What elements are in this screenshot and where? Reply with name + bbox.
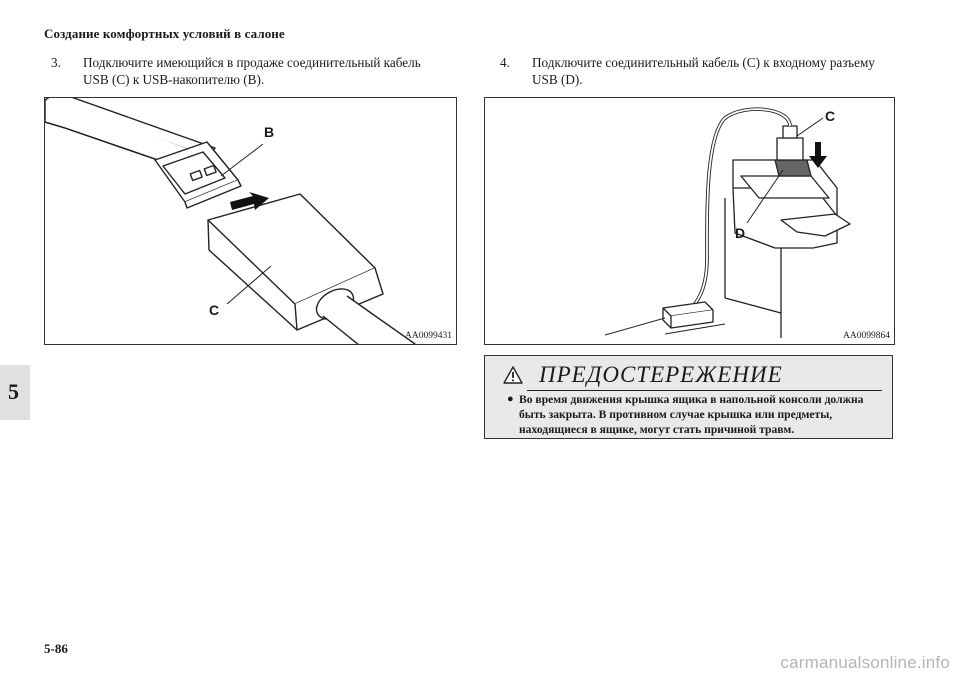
step-number: 4. bbox=[500, 55, 510, 70]
warning-triangle-icon bbox=[503, 366, 523, 384]
label-c: C bbox=[209, 302, 220, 318]
step-3: 3. Подключите имеющийся в продаже соедин… bbox=[51, 54, 451, 88]
warning-box: ПРЕДОСТЕРЕЖЕНИЕ ● Во время движения крыш… bbox=[484, 355, 893, 439]
warning-line: находящиеся в ящике, могут стать причино… bbox=[519, 423, 795, 436]
warning-header: ПРЕДОСТЕРЕЖЕНИЕ bbox=[485, 360, 892, 391]
watermark: carmanualsonline.info bbox=[780, 653, 950, 672]
figure-console-usb-port: C D AA0099864 bbox=[484, 97, 895, 345]
console-usb-illustration bbox=[604, 107, 851, 338]
warning-title: ПРЕДОСТЕРЕЖЕНИЕ bbox=[539, 362, 783, 387]
section-tab: 5 bbox=[0, 365, 30, 420]
figure-usb-drive-connection: B C AA0099431 bbox=[44, 97, 457, 345]
warning-text: ● Во время движения крышка ящика в напол… bbox=[507, 392, 887, 437]
warning-divider bbox=[527, 390, 882, 391]
step-text-line: USB (C) к USB-накопителю (B). bbox=[83, 72, 265, 87]
section-number: 5 bbox=[8, 379, 19, 404]
page-header-title: Создание комфортных условий в салоне bbox=[44, 26, 285, 41]
figure-code: AA0099864 bbox=[843, 331, 890, 341]
insert-arrow-icon bbox=[230, 192, 269, 210]
step-text-line: USB (D). bbox=[532, 72, 583, 87]
label-b: B bbox=[264, 124, 275, 140]
page-number: 5-86 bbox=[44, 641, 68, 656]
step-text-line: Подключите имеющийся в продаже соедините… bbox=[83, 55, 421, 70]
figure-code: AA0099431 bbox=[405, 331, 452, 341]
bullet-icon: ● bbox=[507, 393, 514, 405]
usb-drive-illustration bbox=[45, 98, 416, 344]
label-d: D bbox=[735, 225, 746, 241]
warning-line: быть закрыта. В противном случае крышка … bbox=[519, 408, 833, 421]
warning-line: Во время движения крышка ящика в напольн… bbox=[519, 393, 864, 406]
insert-arrow-icon bbox=[809, 142, 827, 168]
step-text-line: Подключите соединительный кабель (C) к в… bbox=[532, 55, 875, 70]
step-4: 4. Подключите соединительный кабель (C) … bbox=[500, 54, 900, 88]
label-c: C bbox=[825, 108, 836, 124]
step-number: 3. bbox=[51, 55, 61, 70]
